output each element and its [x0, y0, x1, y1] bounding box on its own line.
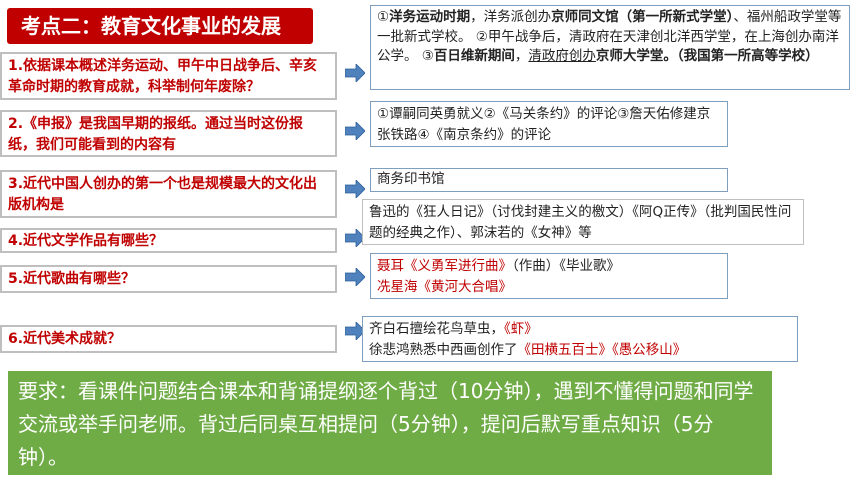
answer-3: 商务印书馆	[370, 168, 728, 192]
arrow-right-icon	[345, 122, 365, 140]
question-1: 1.依据课本概述洋务运动、甲午中日战争后、辛亥革命时期的教育成就，科举制何年废除…	[0, 52, 337, 100]
arrow-right-icon	[345, 268, 365, 286]
section-title: 考点二：教育文化事业的发展	[7, 8, 313, 44]
arrow-right-icon	[345, 229, 365, 247]
arrow-right-icon	[345, 180, 365, 198]
arrow-right-icon	[345, 64, 365, 82]
question-2: 2.《申报》是我国早期的报纸。通过当时这份报纸，我们可能看到的内容有	[0, 110, 337, 157]
answer-2: ①谭嗣同英勇就义②《马关条约》的评论③詹天佑修建京张铁路④《南京条约》的评论	[370, 101, 728, 147]
answer-5: 聂耳《义勇军进行曲》（作曲）《毕业歌》 冼星海《黄河大合唱》	[370, 253, 728, 299]
question-3: 3.近代中国人创办的第一个也是规模最大的文化出版机构是	[0, 170, 337, 218]
answer-6: 齐白石擅绘花鸟草虫，《虾》 徐悲鸿熟悉中西画创作了《田横五百士》《愚公移山》	[362, 316, 798, 362]
requirement-box: 要求：看课件问题结合课本和背诵提纲逐个背过（10分钟），遇到不懂得问题和同学交流…	[8, 371, 772, 475]
question-4: 4.近代文学作品有哪些？	[0, 228, 337, 253]
question-5: 5.近代歌曲有哪些？	[0, 265, 337, 293]
arrow-right-icon	[345, 322, 365, 340]
answer-4: 鲁迅的《狂人日记》（讨伐封建主义的檄文）《阿Q正传》（批判国民性问题的经典之作）…	[362, 199, 804, 245]
answer-1: ①洋务运动时期，洋务派创办京师同文馆（第一所新式学堂）、福州船政学堂等一批新式学…	[370, 5, 850, 90]
question-6: 6.近代美术成就？	[0, 325, 337, 353]
